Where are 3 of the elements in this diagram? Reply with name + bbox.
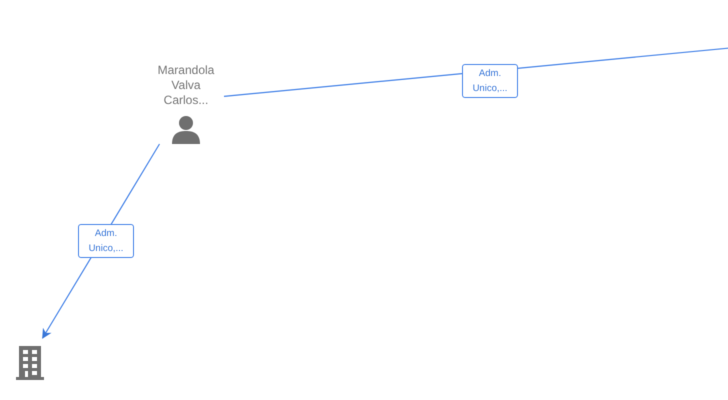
edge-label: Adm. Unico,... [78,224,134,258]
node-name: Marandola Valva Carlos... [156,63,216,108]
edge-label: Adm. Unico,... [462,64,518,98]
